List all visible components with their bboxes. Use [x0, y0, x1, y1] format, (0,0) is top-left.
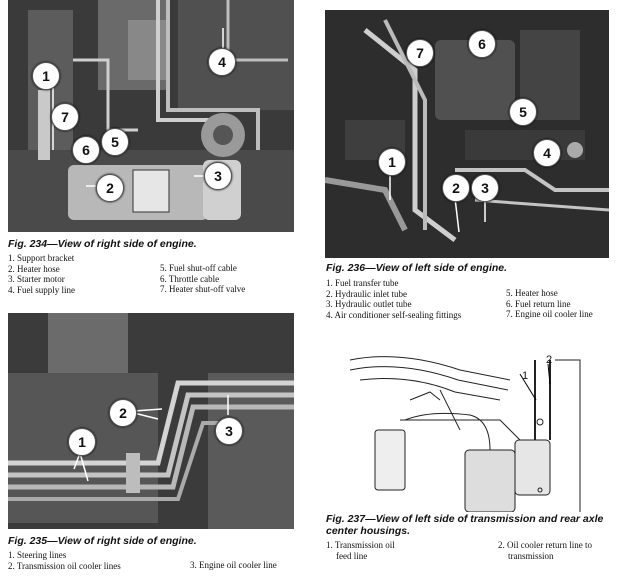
legend-item: 1. Steering lines	[8, 550, 67, 560]
fig-234-callout-4: 4	[208, 48, 236, 76]
fig-237-legend-item2: 2. Oil cooler return line to transmissio…	[498, 540, 592, 561]
legend-item: 1. Support bracket	[8, 253, 75, 263]
fig-236-callout-3: 3	[471, 174, 499, 202]
fig-237-caption-line2: center housings.	[326, 525, 411, 537]
fig-234-callout-7: 7	[51, 103, 79, 131]
legend-item: 4. Air conditioner self-sealing fittings	[326, 309, 462, 320]
fig-235-illustration	[8, 313, 294, 529]
fig-234-callout-6: 6	[72, 136, 100, 164]
fig-235-callout-2: 2	[109, 399, 137, 427]
fig-236-callout-5: 5	[509, 98, 537, 126]
fig-236-legend-col1: 1. Fuel transfer tube 2. Hydraulic inlet…	[326, 278, 461, 320]
fig-234-legend-col1: 1. Support bracket 2. Heater hose 3. Sta…	[8, 253, 75, 295]
legend-item: 2. Transmission oil cooler lines	[8, 560, 121, 571]
fig-234-photo: 1 2 3 4 5 6 7	[8, 0, 294, 232]
fig-236-illustration	[325, 10, 609, 258]
fig-234-callout-3: 3	[204, 162, 232, 190]
fig-235-legend-col2: 3. Engine oil cooler line	[190, 560, 277, 571]
legend-item-line: 1. Transmission oil	[326, 540, 395, 550]
legend-item: 1. Fuel transfer tube	[326, 278, 399, 288]
fig-237-illustration	[349, 356, 581, 512]
legend-item: 3. Starter motor	[8, 274, 65, 284]
legend-item: 6. Fuel return line	[506, 298, 571, 309]
fig-235-callout-1: 1	[68, 428, 96, 456]
fig-235-caption: Fig. 235—View of right side of engine.	[8, 535, 197, 547]
fig-237-legend-item1: 1. Transmission oil feed line	[326, 540, 395, 561]
legend-item: 6. Throttle cable	[160, 273, 220, 284]
legend-item: 3. Engine oil cooler line	[190, 560, 277, 570]
fig-236-callout-7: 7	[406, 39, 434, 67]
fig-237-caption: Fig. 237—View of left side of transmissi…	[326, 513, 603, 537]
legend-item: 4. Fuel supply line	[8, 284, 75, 295]
fig-237-label-1: 1	[522, 370, 529, 382]
legend-item-line: feed line	[336, 550, 368, 561]
legend-item: 5. Heater hose	[506, 288, 558, 298]
fig-236-callout-1: 1	[378, 148, 406, 176]
fig-235-callout-3: 3	[215, 417, 243, 445]
fig-237-label-2: 2	[546, 354, 553, 366]
fig-236-caption: Fig. 236—View of left side of engine.	[326, 262, 508, 274]
fig-236-callout-6: 6	[468, 30, 496, 58]
fig-237-drawing: 1 2	[340, 340, 590, 512]
fig-234-callout-5: 5	[101, 128, 129, 156]
fig-236-callout-4: 4	[533, 139, 561, 167]
fig-236-legend-col2: 5. Heater hose 6. Fuel return line 7. En…	[506, 288, 593, 320]
fig-234-callout-1: 1	[32, 62, 60, 90]
legend-item: 5. Fuel shut-off cable	[160, 263, 237, 273]
legend-item: 7. Heater shut-off valve	[160, 284, 246, 294]
legend-item: 3. Hydraulic outlet tube	[326, 299, 412, 309]
fig-234-legend-col2: 5. Fuel shut-off cable 6. Throttle cable…	[160, 263, 245, 295]
fig-236-photo: 1 2 3 4 5 6 7	[325, 10, 609, 258]
fig-235-legend-col1: 1. Steering lines 2. Transmission oil co…	[8, 550, 121, 571]
legend-item-line: transmission	[508, 550, 554, 561]
legend-item-line: 2. Oil cooler return line to	[498, 540, 592, 550]
fig-234-callout-2: 2	[96, 174, 124, 202]
legend-item: 2. Heater hose	[8, 263, 60, 274]
fig-234-caption: Fig. 234—View of right side of engine.	[8, 238, 197, 250]
fig-237-caption-line1: Fig. 237—View of left side of transmissi…	[326, 513, 604, 525]
fig-236-callout-2: 2	[442, 174, 470, 202]
legend-item: 2. Hydraulic inlet tube	[326, 288, 407, 299]
fig-235-photo: 1 2 3	[8, 313, 294, 529]
legend-item: 7. Engine oil cooler line	[506, 309, 593, 319]
